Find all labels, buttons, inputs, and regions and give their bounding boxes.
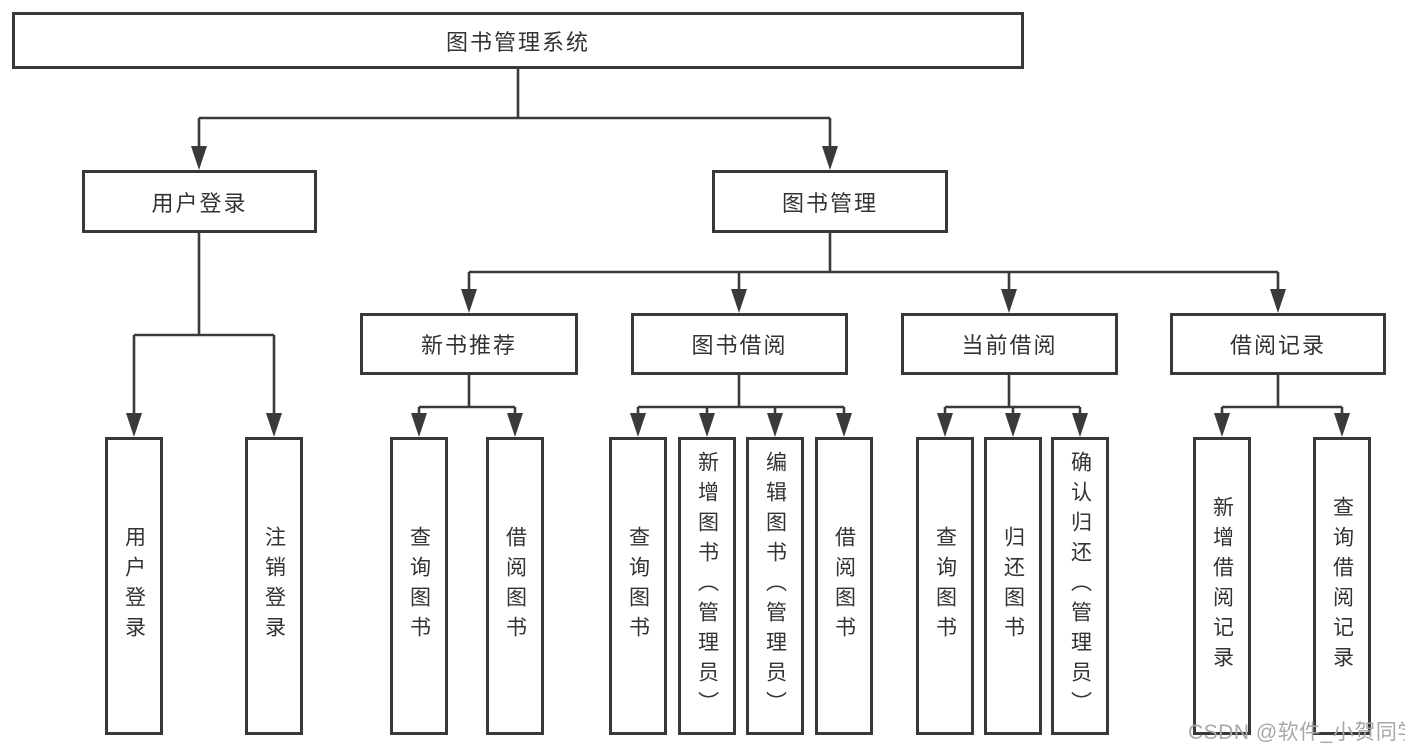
node-borrow-records: 借阅记录 [1170,313,1386,375]
leaf-logout-login: 注销登录 [245,437,303,735]
leaf-borrow-query-books: 查询图书 [609,437,667,735]
leaf-recommend-query-books-label: 查询图书 [407,526,431,646]
leaf-current-return-books-label: 归还图书 [1001,526,1025,646]
node-book-borrow-label: 图书借阅 [691,333,788,358]
node-root-label: 图书管理系统 [445,29,590,55]
csdn-watermark: CSDN @软件_小贺同学 [1188,721,1405,744]
leaf-user-login: 用户登录 [105,437,163,735]
node-new-book-recommend-label: 新书推荐 [420,333,517,358]
leaf-current-confirm-return-admin-label: 确认归还（管理员） [1068,451,1092,721]
leaf-borrow-edit-books-admin: 编辑图书（管理员） [746,437,804,735]
leaf-records-query-record-label: 查询借阅记录 [1330,496,1354,676]
node-user-login-label: 用户登录 [151,190,248,216]
node-book-management: 图书管理 [712,170,948,233]
leaf-logout-login-label: 注销登录 [262,526,286,646]
arrowheads [126,146,1350,437]
node-book-management-label: 图书管理 [781,190,878,216]
leaf-borrow-borrow-books: 借阅图书 [815,437,873,735]
node-borrow-records-label: 借阅记录 [1229,333,1326,358]
node-user-login: 用户登录 [82,170,317,233]
node-root: 图书管理系统 [12,12,1024,69]
node-current-borrow-label: 当前借阅 [961,333,1058,358]
node-current-borrow: 当前借阅 [901,313,1118,375]
leaf-borrow-add-books-admin-label: 新增图书（管理员） [695,451,719,721]
leaf-borrow-edit-books-admin-label: 编辑图书（管理员） [763,451,787,721]
leaf-recommend-query-books: 查询图书 [390,437,448,735]
leaf-recommend-borrow-books: 借阅图书 [486,437,544,735]
leaf-records-add-record: 新增借阅记录 [1193,437,1251,735]
leaf-records-query-record: 查询借阅记录 [1313,437,1371,735]
leaf-current-confirm-return-admin: 确认归还（管理员） [1051,437,1109,735]
leaf-borrow-borrow-books-label: 借阅图书 [832,526,856,646]
leaf-user-login-label: 用户登录 [122,526,146,646]
leaf-current-query-books-label: 查询图书 [933,526,957,646]
node-new-book-recommend: 新书推荐 [360,313,578,375]
leaf-borrow-add-books-admin: 新增图书（管理员） [678,437,736,735]
leaf-borrow-query-books-label: 查询图书 [626,526,650,646]
node-book-borrow: 图书借阅 [631,313,848,375]
leaf-records-add-record-label: 新增借阅记录 [1210,496,1234,676]
leaf-recommend-borrow-books-label: 借阅图书 [503,526,527,646]
leaf-current-return-books: 归还图书 [984,437,1042,735]
leaf-current-query-books: 查询图书 [916,437,974,735]
